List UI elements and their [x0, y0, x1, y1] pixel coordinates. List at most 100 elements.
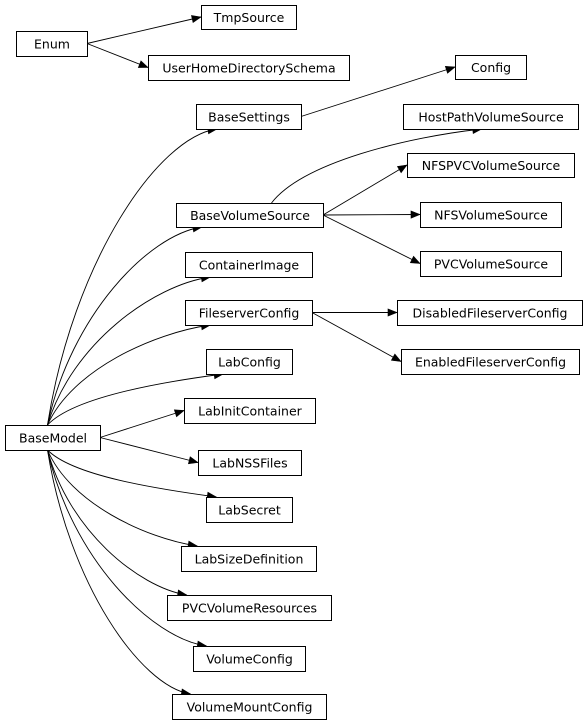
node-volumeconfig-box [193, 646, 306, 672]
node-labsizedefinition-label: LabSizeDefinition [195, 552, 304, 567]
node-volumeconfig-label: VolumeConfig [206, 652, 293, 667]
edge-basemodel-to-labnssfiles [99, 437, 199, 465]
node-basevolumesource[interactable]: BaseVolumeSource [176, 203, 324, 228]
edge-basemodel-to-basevolumesource [47, 224, 203, 426]
node-enum-label: Enum [34, 37, 70, 52]
edge-basevolumesource-to-nfsvolumesource-arrowhead [410, 210, 421, 219]
node-labnssfiles-box [198, 450, 302, 476]
node-basemodel-label: BaseModel [19, 431, 87, 446]
node-tmpsource-box [201, 5, 297, 30]
edge-basesettings-to-config [300, 65, 456, 117]
node-basesettings[interactable]: BaseSettings [196, 104, 302, 130]
node-labsecret[interactable]: LabSecret [206, 497, 293, 523]
node-fileserverconfig[interactable]: FileserverConfig [185, 300, 313, 326]
node-hostpathvolumesource[interactable]: HostPathVolumeSource [403, 104, 579, 130]
edge-enum-to-userhomedirectoryschema-line [86, 43, 149, 68]
node-labconfig-box [206, 349, 293, 375]
edge-basemodel-to-containerimage-line [47, 276, 211, 426]
node-volumemountconfig-label: VolumeMountConfig [187, 700, 313, 715]
edge-enum-to-tmpsource-arrowhead [191, 15, 202, 24]
node-nfsvolumesource[interactable]: NFSVolumeSource [420, 202, 562, 228]
node-nfspvcvolumesource-box [407, 153, 575, 178]
edge-basevolumesource-to-pvcvolumesource [322, 214, 421, 264]
edge-fileserverconfig-to-disabledfileserverconfig-arrowhead [387, 308, 398, 317]
node-nfsvolumesource-box [420, 202, 562, 228]
node-containerimage[interactable]: ContainerImage [185, 252, 313, 278]
node-labconfig[interactable]: LabConfig [206, 349, 293, 375]
edge-basemodel-to-basevolumesource-line [47, 226, 203, 426]
node-containerimage-box [185, 252, 313, 278]
node-pvcvolumesource-label: PVCVolumeSource [434, 257, 549, 272]
node-basesettings-label: BaseSettings [208, 110, 290, 125]
node-basevolumesource-label: BaseVolumeSource [190, 208, 310, 223]
edge-basemodel-to-labnssfiles-line [99, 437, 199, 463]
edge-basemodel-to-volumemountconfig-line [47, 449, 191, 695]
node-labsecret-box [206, 497, 293, 523]
node-nfspvcvolumesource-label: NFSPVCVolumeSource [422, 158, 561, 173]
node-pvcvolumesource-box [420, 251, 562, 277]
node-basemodel[interactable]: BaseModel [5, 425, 101, 451]
node-hostpathvolumesource-label: HostPathVolumeSource [418, 110, 564, 125]
node-basesettings-box [196, 104, 302, 130]
node-pvcvolumeresources[interactable]: PVCVolumeResources [167, 595, 332, 621]
edge-basemodel-to-labsizedefinition-line [47, 449, 198, 547]
node-pvcvolumesource[interactable]: PVCVolumeSource [420, 251, 562, 277]
edge-basevolumesource-to-nfsvolumesource [322, 210, 421, 219]
node-labnssfiles-label: LabNSSFiles [212, 456, 287, 471]
node-labinitcontainer-label: LabInitContainer [198, 404, 302, 419]
edge-fileserverconfig-to-disabledfileserverconfig [312, 308, 398, 317]
node-labsizedefinition[interactable]: LabSizeDefinition [181, 546, 317, 572]
node-basemodel-box [5, 425, 101, 451]
edge-basemodel-to-labinitcontainer [99, 409, 185, 438]
node-volumemountconfig-box [172, 694, 327, 720]
edge-basesettings-to-config-arrowhead [444, 65, 456, 74]
node-nfspvcvolumesource[interactable]: NFSPVCVolumeSource [407, 153, 575, 178]
node-basevolumesource-box [176, 203, 324, 228]
edge-basevolumesource-to-nfspvcvolumesource-arrowhead [396, 164, 408, 174]
edge-basemodel-to-volumemountconfig [47, 449, 192, 697]
node-enum[interactable]: Enum [16, 31, 88, 57]
edge-basemodel-to-labnssfiles-arrowhead [187, 456, 199, 465]
node-labinitcontainer[interactable]: LabInitContainer [184, 398, 316, 424]
node-enabledfileserverconfig-label: EnabledFileserverConfig [415, 355, 566, 370]
node-enabledfileserverconfig[interactable]: EnabledFileserverConfig [401, 349, 580, 375]
node-userhomedirectoryschema-label: UserHomeDirectorySchema [162, 61, 335, 76]
node-tmpsource[interactable]: TmpSource [201, 5, 297, 30]
node-disabledfileserverconfig-label: DisabledFileserverConfig [413, 306, 568, 321]
node-labinitcontainer-box [184, 398, 316, 424]
node-tmpsource-label: TmpSource [213, 10, 285, 25]
edge-basemodel-to-pvcvolumeresources [47, 449, 188, 598]
node-disabledfileserverconfig-box [397, 300, 583, 326]
edge-basemodel-to-basesettings-line [47, 128, 218, 426]
node-config-box [455, 55, 527, 80]
node-config-label: Config [471, 60, 511, 75]
node-labsizedefinition-box [181, 546, 317, 572]
edge-basevolumesource-to-pvcvolumesource-arrowhead [409, 255, 421, 264]
edge-fileserverconfig-to-enabledfileserverconfig [311, 312, 402, 362]
node-nfsvolumesource-label: NFSVolumeSource [434, 208, 548, 223]
node-disabledfileserverconfig[interactable]: DisabledFileserverConfig [397, 300, 583, 326]
node-labconfig-label: LabConfig [218, 355, 281, 370]
edge-enum-to-userhomedirectoryschema-arrowhead [137, 60, 149, 68]
node-fileserverconfig-box [185, 300, 313, 326]
node-volumemountconfig[interactable]: VolumeMountConfig [172, 694, 327, 720]
edge-basemodel-to-pvcvolumeresources-line [47, 449, 187, 596]
edge-basevolumesource-to-nfspvcvolumesource [322, 164, 408, 216]
node-enum-box [16, 31, 88, 57]
edge-fileserverconfig-to-enabledfileserverconfig-arrowhead [390, 353, 402, 362]
node-enabledfileserverconfig-box [401, 349, 580, 375]
edge-basevolumesource-to-hostpathvolumesource-line [271, 128, 482, 204]
edge-basevolumesource-to-pvcvolumesource-line [322, 214, 421, 264]
node-labnssfiles[interactable]: LabNSSFiles [198, 450, 302, 476]
node-fileserverconfig-label: FileserverConfig [199, 306, 300, 321]
node-containerimage-label: ContainerImage [199, 258, 300, 273]
node-config[interactable]: Config [455, 55, 527, 80]
node-volumeconfig[interactable]: VolumeConfig [193, 646, 306, 672]
node-userhomedirectoryschema[interactable]: UserHomeDirectorySchema [148, 55, 350, 81]
edge-basemodel-to-labinitcontainer-arrowhead [173, 409, 185, 418]
edge-basevolumesource-to-nfsvolumesource-line [322, 214, 421, 216]
node-pvcvolumeresources-box [167, 595, 332, 621]
edge-basemodel-to-volumeconfig-line [47, 449, 207, 647]
